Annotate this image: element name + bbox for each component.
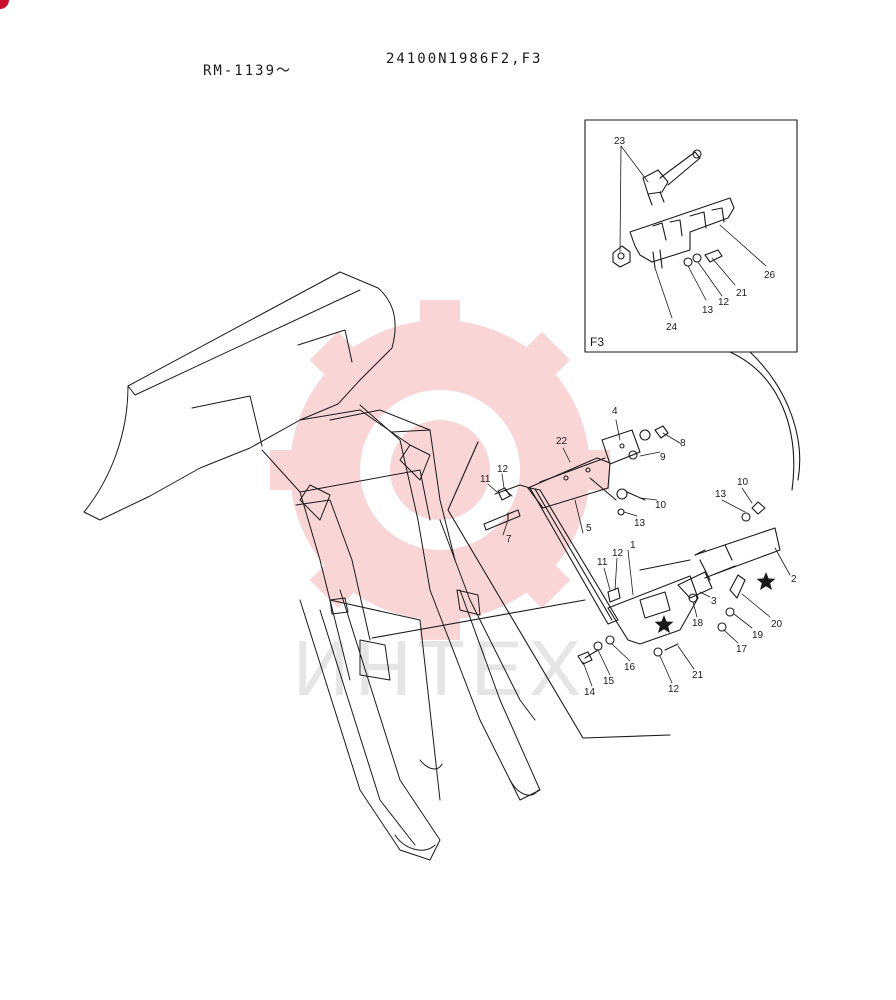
callout-13: 13 — [715, 489, 727, 500]
attention-stars — [654, 572, 776, 633]
callout-22: 22 — [556, 436, 568, 447]
callout-12: 12 — [718, 297, 730, 308]
inset-switch-parts — [612, 149, 735, 269]
star-right — [756, 572, 776, 590]
callout-24: 24 — [666, 322, 678, 333]
callout-19: 19 — [752, 630, 764, 641]
callout-3: 3 — [711, 596, 717, 607]
callout-14: 14 — [584, 687, 596, 698]
callout-12: 12 — [497, 464, 509, 475]
leader-lines — [487, 145, 791, 687]
toggle-switch — [642, 169, 669, 195]
callout-10: 10 — [655, 500, 667, 511]
callout-9: 9 — [660, 452, 666, 463]
callout-13: 13 — [634, 518, 646, 529]
inset-callout-curve — [729, 351, 801, 491]
bracket-1 — [607, 575, 699, 645]
callout-17: 17 — [736, 644, 748, 655]
pin-20 — [729, 574, 746, 599]
watermark-text: ИНТЕХ — [293, 624, 587, 712]
bolt-14 — [577, 651, 593, 665]
callout-16: 16 — [624, 662, 636, 673]
watermark-gear — [270, 300, 610, 640]
switch-plate — [629, 197, 735, 263]
corner-marker — [0, 0, 9, 9]
left-cylinder — [299, 589, 441, 861]
part-number-label: 24100N1986F2,F3 — [386, 51, 543, 67]
callout-12: 12 — [668, 684, 680, 695]
callout-26: 26 — [764, 270, 776, 281]
block-22 — [527, 457, 611, 509]
bucket — [83, 271, 396, 521]
callout-1: 1 — [630, 540, 636, 551]
loader-machine — [83, 271, 541, 861]
switch-3 — [677, 571, 713, 599]
callout-2: 2 — [791, 574, 797, 585]
callout-4: 4 — [612, 406, 618, 417]
bracket-assembly — [483, 425, 781, 665]
callout-11: 11 — [480, 474, 491, 485]
callout-11: 11 — [597, 557, 608, 568]
callout-10: 10 — [737, 477, 749, 488]
callout-7: 7 — [506, 534, 512, 545]
callout-13: 13 — [702, 305, 714, 316]
serial-range-label: RM-1139～ — [203, 63, 293, 79]
callout-5: 5 — [586, 523, 592, 534]
inset-label: F3 — [590, 335, 604, 349]
callout-8: 8 — [680, 438, 686, 449]
lever-7 — [483, 509, 521, 531]
callout-20: 20 — [771, 619, 783, 630]
callout-23: 23 — [614, 136, 626, 147]
callout-15: 15 — [603, 676, 615, 687]
right-arm — [359, 404, 431, 591]
callout-21: 21 — [692, 670, 704, 681]
arm-2 — [694, 527, 781, 575]
callout-numbers: 23 26 21 12 13 24 4 8 22 9 11 12 10 13 1… — [480, 136, 797, 698]
detail-pointer-lines — [371, 441, 671, 739]
inset-frame — [584, 119, 798, 353]
nut — [612, 245, 631, 268]
callout-12: 12 — [612, 548, 624, 559]
callout-21: 21 — [736, 288, 748, 299]
callout-18: 18 — [692, 618, 704, 629]
star-left — [654, 615, 674, 633]
rod-5 — [529, 487, 619, 625]
left-arm — [261, 449, 351, 681]
plate-4 — [601, 429, 641, 465]
